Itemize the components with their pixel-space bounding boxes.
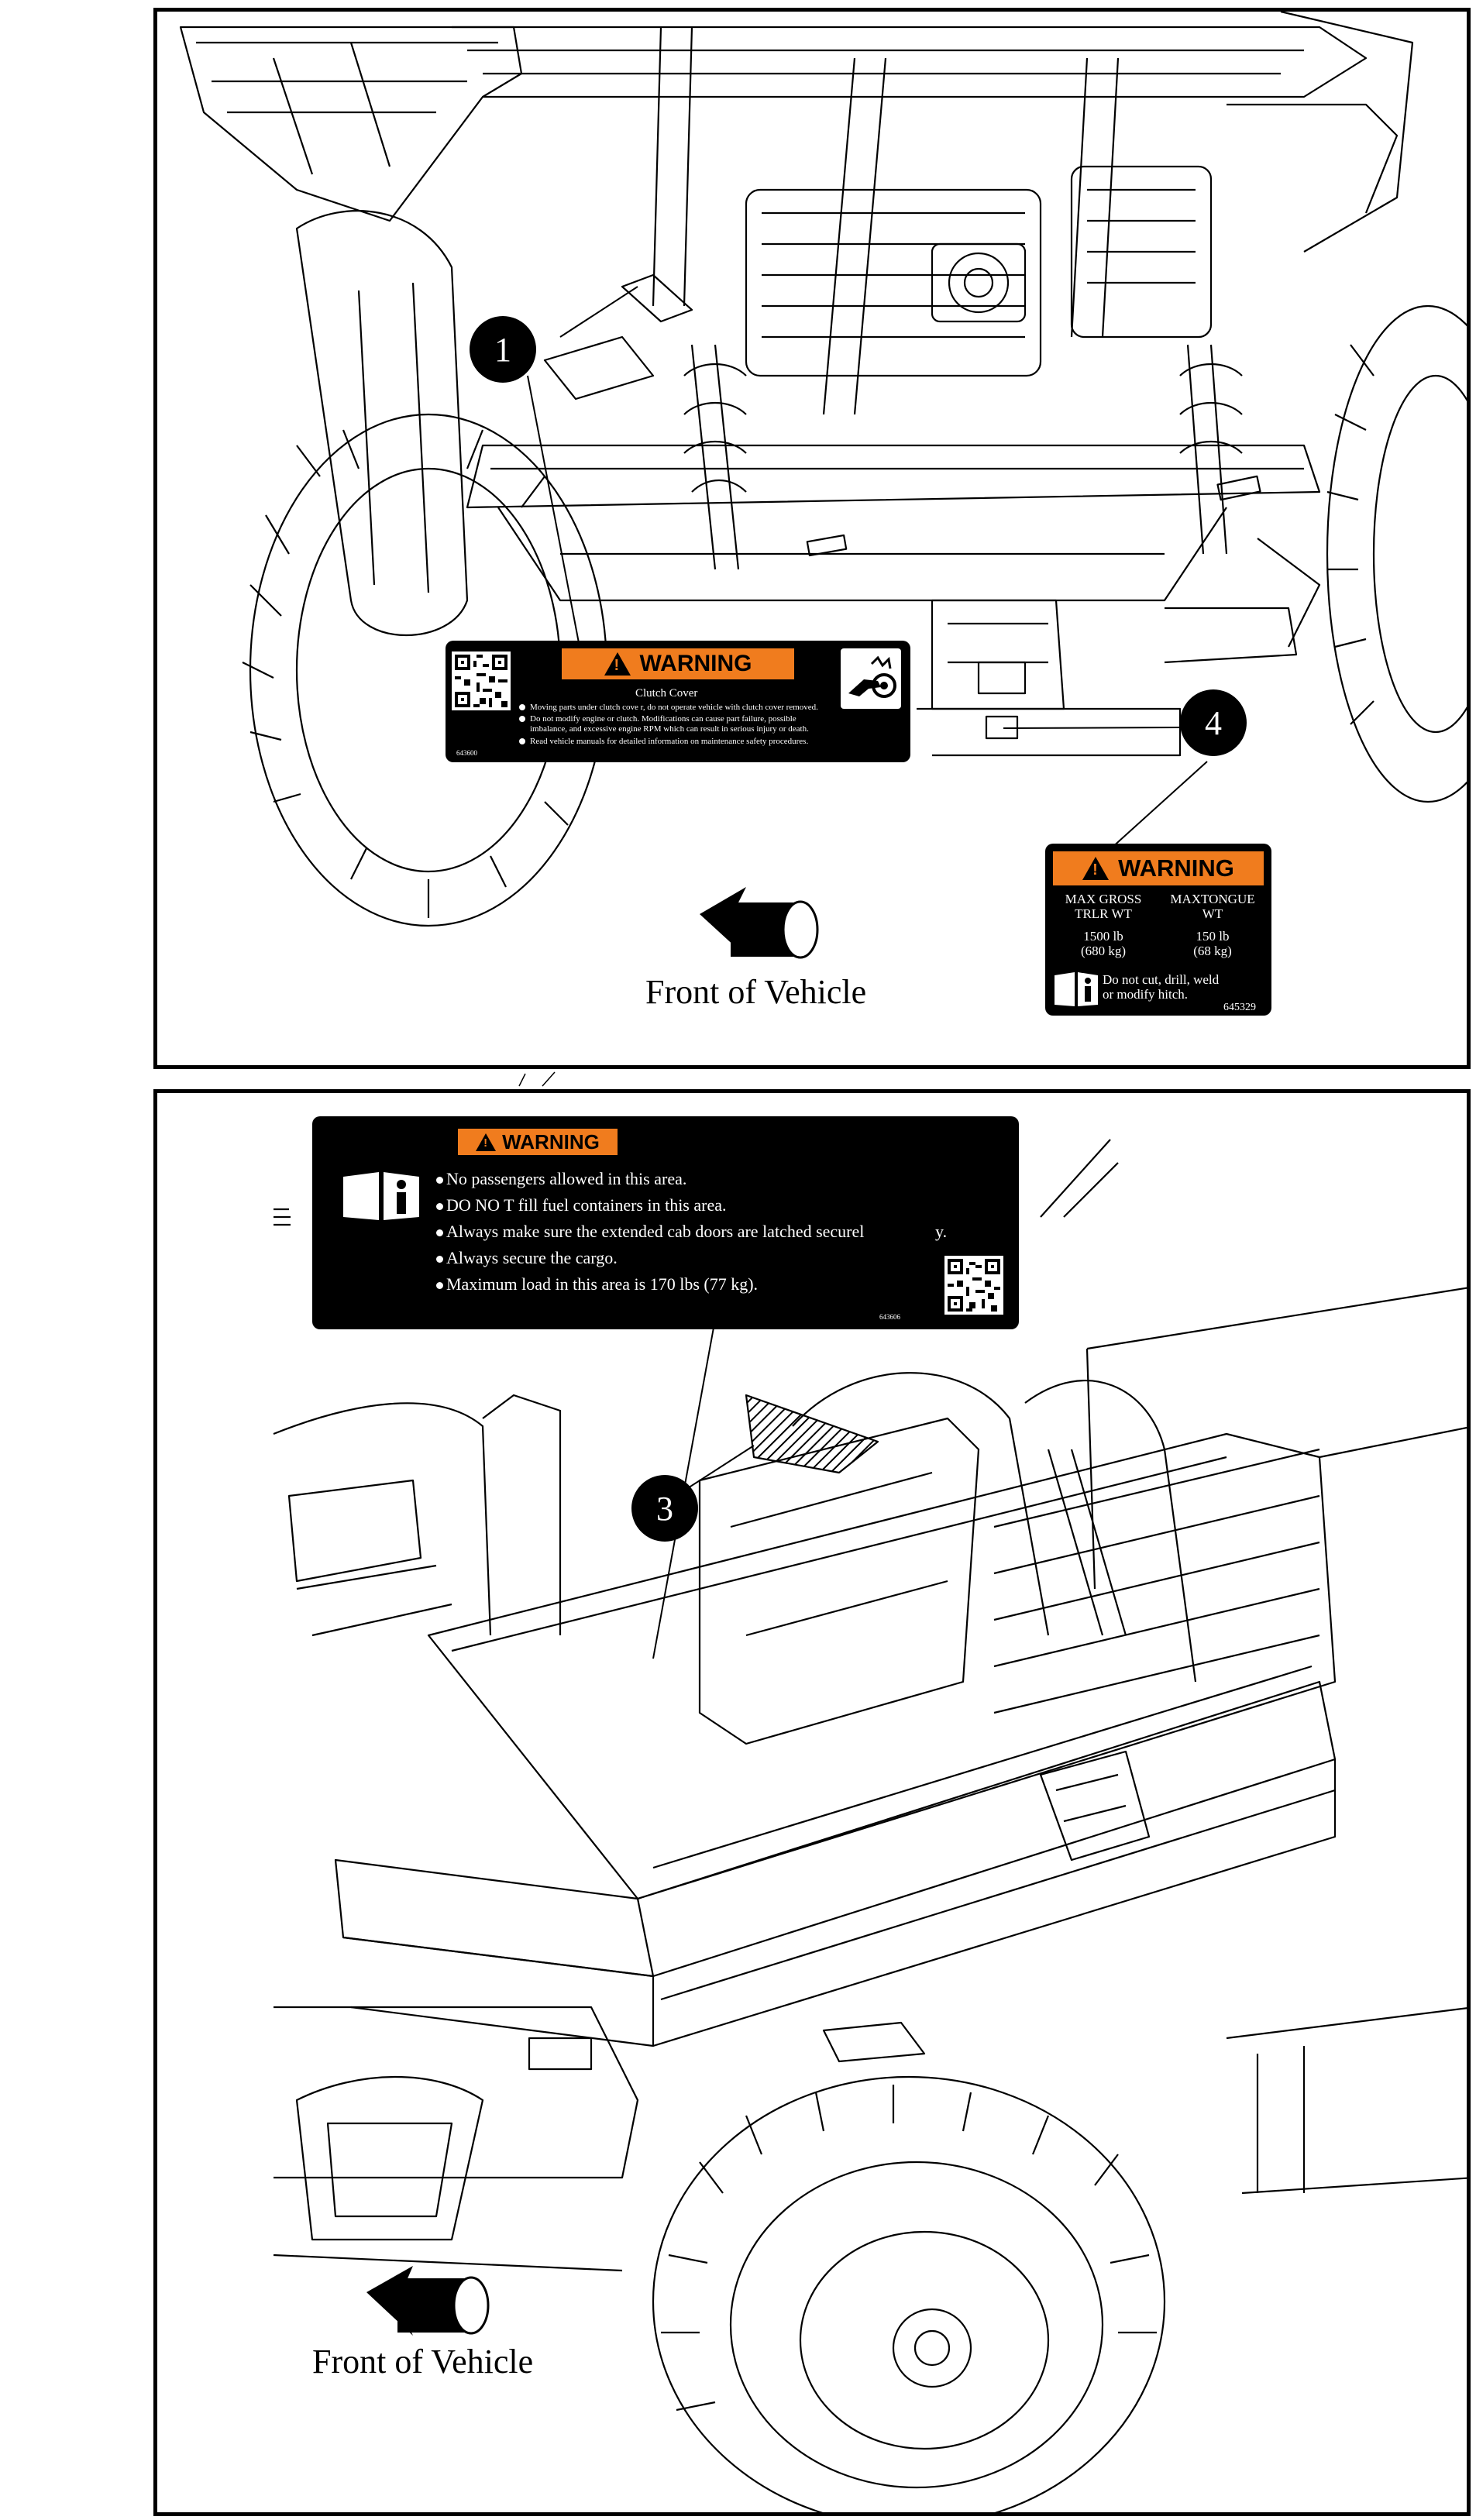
- clutch-line-1: Moving parts under clutch cove r, do not…: [519, 703, 818, 713]
- warning-header: WARNING: [1053, 851, 1264, 885]
- callout-3: 3: [631, 1475, 698, 1542]
- leader-line-4b: [1102, 761, 1208, 857]
- leader-line-1b: [527, 375, 580, 648]
- clutch-line-4: Read vehicle manuals for detailed inform…: [519, 737, 808, 747]
- cargo-bed-decal: WARNING No passengers allowed in this ar…: [312, 1116, 1019, 1329]
- clutch-line-3: imbalance, and excessive engine RPM whic…: [530, 724, 809, 734]
- clutch-title: Clutch Cover: [635, 687, 698, 700]
- front-of-vehicle-label: Front of Vehicle: [312, 2343, 534, 2381]
- warning-text: WARNING: [639, 651, 752, 676]
- max-tongue-wt-value: 150 lb (68 kg): [1193, 929, 1232, 958]
- max-gross-trlr-wt-heading: MAX GROSS TRLR WT: [1065, 892, 1142, 921]
- qr-code-icon: [944, 1256, 1003, 1315]
- cargo-line-5: Maximum load in this area is 170 lbs (77…: [436, 1274, 758, 1294]
- callout-1: 1: [470, 316, 536, 383]
- top-panel: 1 4 WARNING: [153, 8, 1471, 1069]
- leader-line-1a: [559, 286, 638, 338]
- clutch-cover-decal: WARNING Clutch Cover Moving parts under …: [446, 641, 910, 762]
- manual-icon: [342, 1171, 421, 1222]
- cargo-bed-drawing: [273, 1139, 1467, 2512]
- hitch-decal: WARNING MAX GROSS TRLR WT MAXTONGUE WT 1…: [1045, 844, 1271, 1016]
- callout-4: 4: [1180, 689, 1247, 756]
- part-number: 645329: [1223, 1002, 1256, 1013]
- part-number: 643606: [879, 1313, 900, 1321]
- front-of-vehicle-label: Front of Vehicle: [645, 973, 867, 1011]
- manual-icon: [1053, 971, 1099, 1008]
- callout-number: 3: [656, 1489, 673, 1528]
- part-number: 643600: [456, 749, 477, 757]
- clutch-line-2: Do not modify engine or clutch. Modifica…: [519, 714, 796, 724]
- warning-text: WARNING: [502, 1129, 600, 1153]
- warning-triangle-icon: [604, 652, 631, 676]
- bottom-panel: WARNING No passengers allowed in this ar…: [153, 1089, 1471, 2516]
- warning-triangle-icon: [1082, 857, 1110, 880]
- arrow-front-icon: [366, 2266, 490, 2336]
- warning-header: WARNING: [562, 648, 794, 679]
- callout-number: 4: [1205, 703, 1222, 742]
- warning-triangle-icon: [476, 1133, 497, 1151]
- cargo-line-1: No passengers allowed in this area.: [436, 1169, 686, 1189]
- warning-header: WARNING: [458, 1129, 618, 1155]
- cargo-line-2: DO NO T fill fuel containers in this are…: [436, 1195, 727, 1215]
- max-gross-trlr-wt-value: 1500 lb (680 kg): [1080, 929, 1127, 958]
- cargo-line-3-tail: y.: [935, 1222, 948, 1241]
- qr-code-icon: [452, 651, 511, 710]
- warning-text: WARNING: [1118, 854, 1234, 882]
- clutch-hand-icon: [841, 648, 901, 709]
- max-tongue-wt-heading: MAXTONGUE WT: [1170, 892, 1255, 921]
- cargo-line-3: Always make sure the extended cab doors …: [436, 1222, 864, 1242]
- rear-chassis-drawing: [179, 12, 1467, 959]
- divider-marks: [518, 1071, 556, 1087]
- cargo-line-4: Always secure the cargo.: [436, 1248, 618, 1268]
- leader-line-4a: [1003, 727, 1189, 729]
- hitch-note: Do not cut, drill, weld or modify hitch.: [1103, 972, 1220, 1002]
- arrow-front-icon: [700, 887, 819, 959]
- callout-number: 1: [494, 330, 511, 369]
